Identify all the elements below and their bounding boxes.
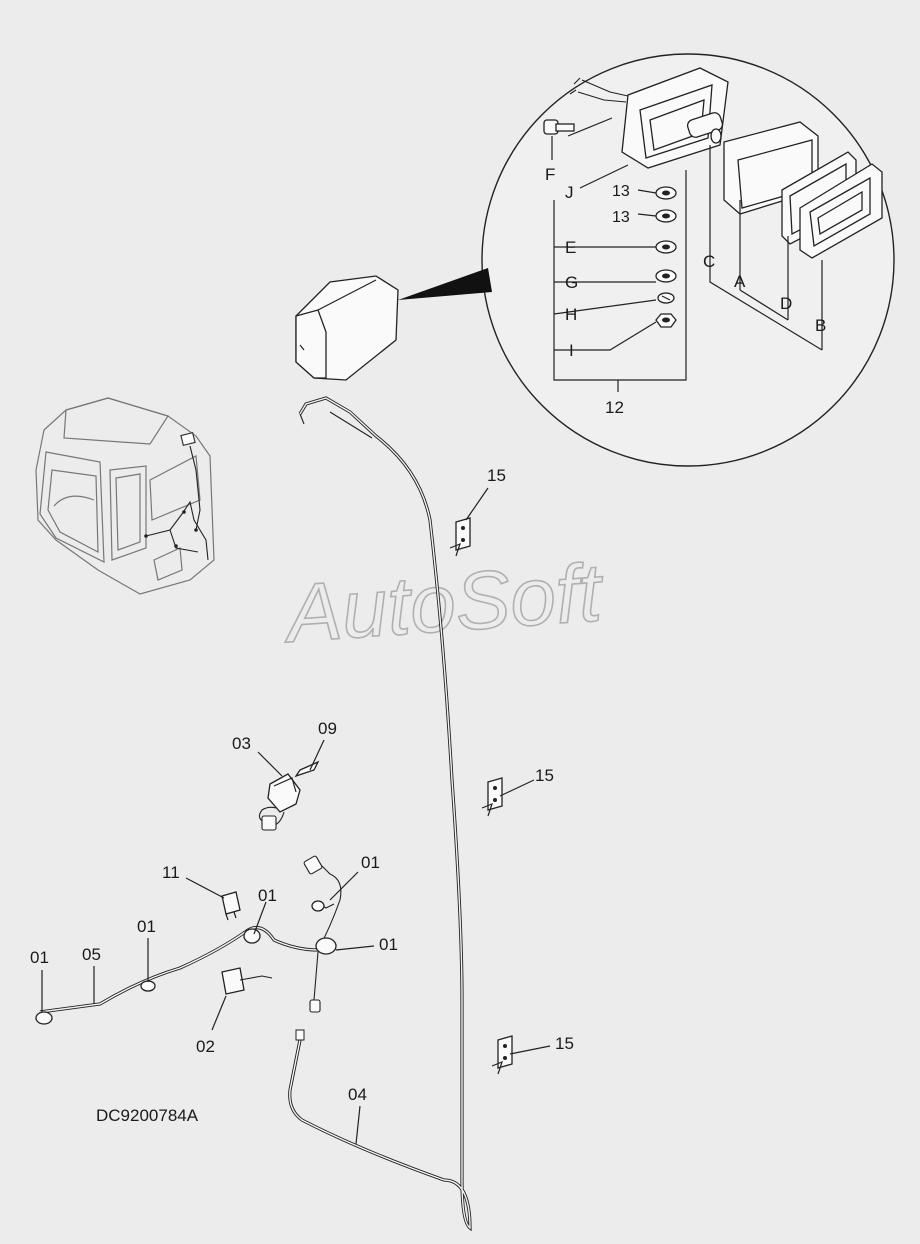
label-J: J [565,183,574,202]
label-12: 12 [605,398,624,417]
harness-icon [39,855,342,1014]
label-B: B [815,316,826,335]
bracket-icon [481,777,503,817]
callout-15b: 15 [535,766,554,785]
callout-01-b: 01 [361,853,380,872]
label-C: C [703,252,715,271]
callout-03: 03 [232,734,251,753]
diagram-code: DC9200784A [96,1106,199,1125]
label-E: E [565,238,576,257]
callout-01-a: 01 [258,886,277,905]
label-13a: 13 [612,183,630,200]
callout-15c: 15 [555,1034,574,1053]
detail-view [398,53,895,467]
bracket-icon [449,517,471,557]
clamp-icon [35,900,337,1025]
rim-icon [799,163,883,259]
callout-02: 02 [196,1037,215,1056]
callout-05: 05 [82,945,101,964]
callout-15a: 15 [487,466,506,485]
callout-11: 11 [162,863,180,882]
callout-09: 09 [318,719,337,738]
label-13b: 13 [612,209,630,226]
callout-01-c: 01 [379,935,398,954]
cab-icon [35,397,215,595]
label-G: G [565,273,578,292]
label-H: H [565,305,577,324]
work-light-icon [569,67,729,169]
harness-icon [288,396,472,1232]
connector-icon [221,967,273,995]
callout-04: 04 [348,1085,367,1104]
callout-01-e: 01 [30,948,49,967]
callout-01-d: 01 [137,917,156,936]
relay-icon [221,891,241,921]
label-I: I [569,341,574,360]
label-A: A [734,272,746,291]
label-D: D [780,294,792,313]
detail-pointer [398,268,492,300]
switch-icon [258,760,320,831]
bolt-icon [543,119,575,135]
work-light-small [295,275,399,381]
bracket-icon [491,1035,513,1075]
label-F: F [545,165,555,184]
